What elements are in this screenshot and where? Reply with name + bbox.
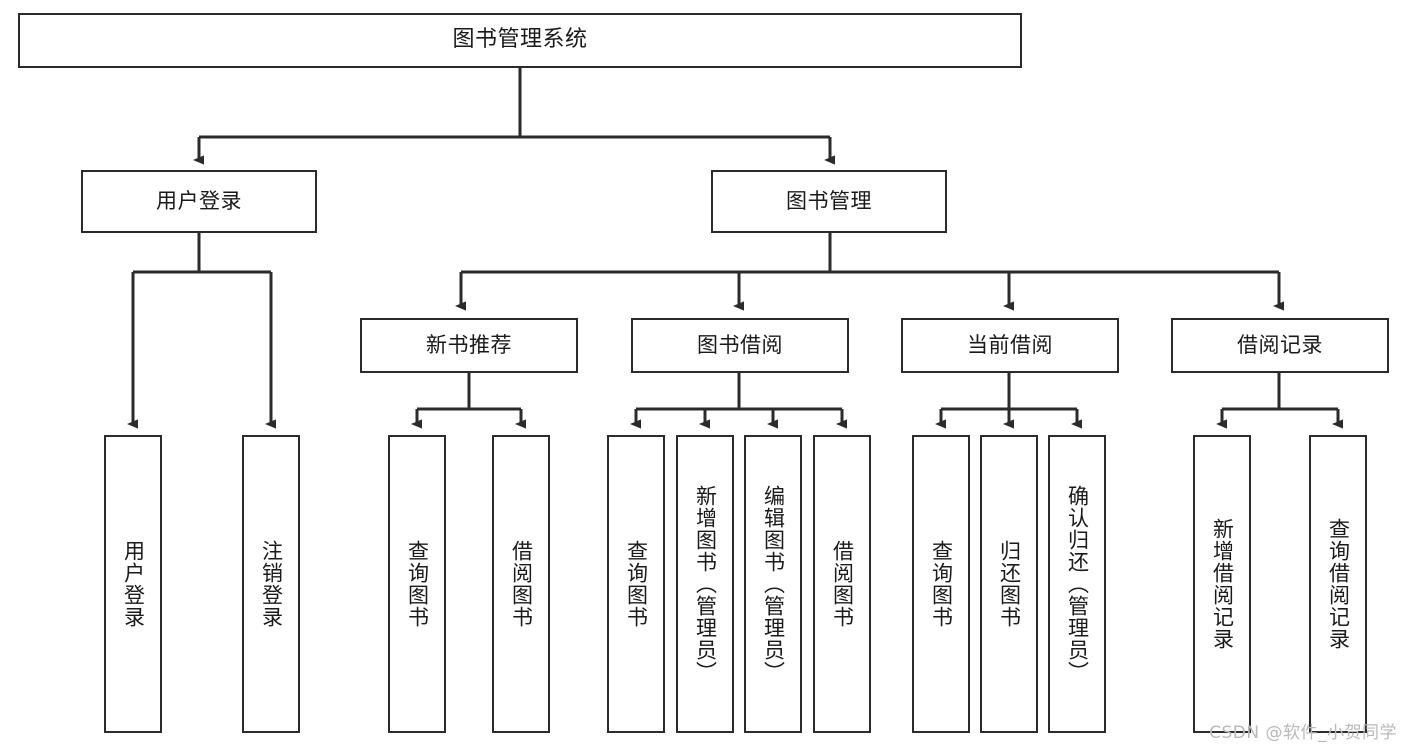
node-label: 用户登录	[156, 188, 242, 213]
node-current-borrow[interactable]: 当前借阅	[901, 318, 1119, 373]
node-label: 当前借阅	[967, 332, 1053, 357]
leaf-label: 用户登录	[121, 540, 146, 628]
leaf-label: 归还图书	[997, 540, 1022, 628]
leaf-label: 查询借阅记录	[1326, 518, 1351, 650]
leaf-user-logout[interactable]: 注销登录	[242, 435, 300, 733]
leaf-label: 借阅图书	[830, 540, 855, 628]
leaf-add-borrow-record[interactable]: 新增借阅记录	[1193, 435, 1251, 733]
leaf-return-book[interactable]: 归还图书	[980, 435, 1038, 733]
leaf-label: 新增图书（管理员）	[693, 485, 718, 683]
leaf-user-login[interactable]: 用户登录	[104, 435, 162, 733]
leaf-label: 注销登录	[259, 540, 284, 628]
leaf-label: 新增借阅记录	[1210, 518, 1235, 650]
leaf-label: 查询图书	[405, 540, 430, 628]
node-borrow-record[interactable]: 借阅记录	[1171, 318, 1389, 373]
leaf-query-book-new-book[interactable]: 查询图书	[388, 435, 446, 733]
leaf-label: 编辑图书（管理员）	[761, 485, 786, 683]
leaf-label: 查询图书	[929, 540, 954, 628]
leaf-label: 确认归还（管理员）	[1065, 485, 1090, 683]
leaf-query-borrow-record[interactable]: 查询借阅记录	[1309, 435, 1367, 733]
leaf-label: 查询图书	[624, 540, 649, 628]
leaf-borrow-book[interactable]: 借阅图书	[813, 435, 871, 733]
node-user-login[interactable]: 用户登录	[81, 170, 317, 233]
node-label: 新书推荐	[426, 332, 512, 357]
leaf-add-book-admin[interactable]: 新增图书（管理员）	[676, 435, 734, 733]
node-label: 借阅记录	[1237, 332, 1323, 357]
leaf-confirm-return-admin[interactable]: 确认归还（管理员）	[1048, 435, 1106, 733]
node-label: 图书管理	[786, 188, 872, 213]
leaf-query-book-current[interactable]: 查询图书	[912, 435, 970, 733]
node-book-management[interactable]: 图书管理	[711, 170, 947, 233]
leaf-edit-book-admin[interactable]: 编辑图书（管理员）	[744, 435, 802, 733]
node-label: 图书借阅	[697, 332, 783, 357]
node-new-book-recommendation[interactable]: 新书推荐	[360, 318, 578, 373]
node-book-management-system[interactable]: 图书管理系统	[18, 13, 1022, 68]
csdn-watermark: CSDN @软件_小贺同学	[1209, 723, 1397, 743]
leaf-borrow-book-new-book[interactable]: 借阅图书	[492, 435, 550, 733]
node-label: 图书管理系统	[452, 27, 588, 53]
node-book-borrow[interactable]: 图书借阅	[631, 318, 849, 373]
leaf-label: 借阅图书	[509, 540, 534, 628]
leaf-query-book-borrow[interactable]: 查询图书	[607, 435, 665, 733]
